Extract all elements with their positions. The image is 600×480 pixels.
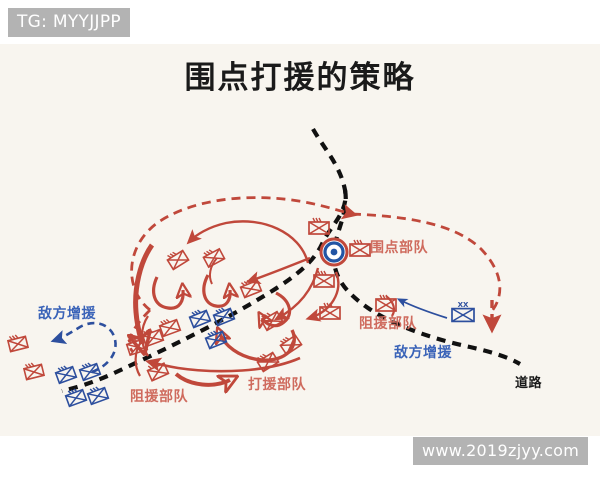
red-maneuver-arrows (136, 220, 396, 384)
label-enemy-reinforcements-right: 敌方增援 (394, 345, 452, 361)
watermark-top-left: TG: MYYJJPP (8, 8, 130, 37)
label-striking-force: 打援部队 (248, 377, 306, 393)
enemy-movement-right (396, 298, 448, 319)
objective-marker-icon (319, 237, 349, 267)
label-road: 道路 (515, 376, 543, 391)
label-blocking-force-right: 阻援部队 (359, 316, 417, 332)
map-background (0, 44, 600, 436)
encirclement-arc-right (351, 212, 502, 334)
road-path (61, 127, 522, 394)
page-title: 围点打援的策略 (184, 60, 416, 96)
watermark-bottom-right: www.2019zjyy.com (413, 437, 589, 465)
label-enemy-reinforcements-left: 敌方增援 (38, 306, 96, 322)
enemy-movement-left (50, 321, 117, 374)
label-siege-force: 围点部队 (370, 240, 428, 256)
label-blocking-force-left: 阻援部队 (130, 389, 188, 405)
